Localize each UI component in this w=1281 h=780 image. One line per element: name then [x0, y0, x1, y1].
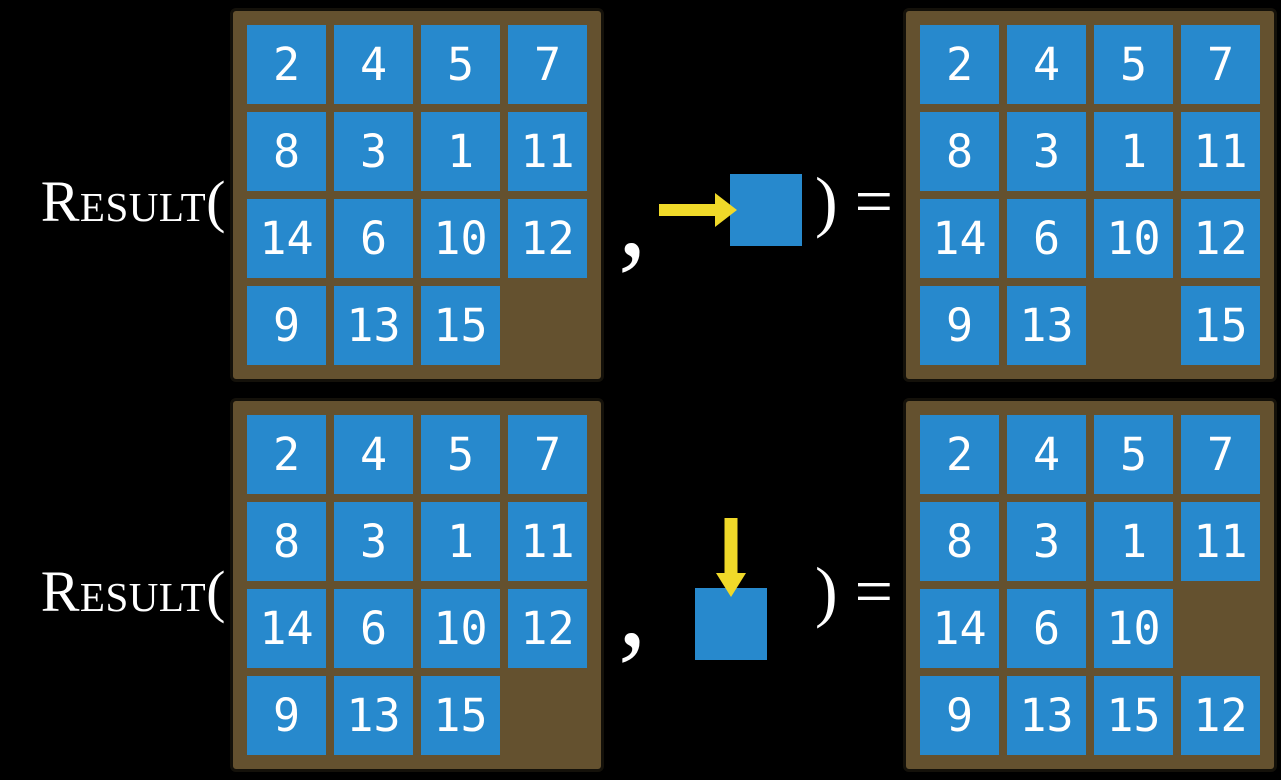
close-paren-equals: ) =	[815, 162, 893, 239]
tile-12: 12	[1181, 199, 1260, 278]
tile-1: 1	[1094, 502, 1173, 581]
tile-3: 3	[1007, 112, 1086, 191]
move-down-graphic	[694, 518, 767, 660]
tile-10: 10	[1094, 589, 1173, 668]
tile-3: 3	[334, 112, 413, 191]
close-paren-equals: ) =	[815, 552, 893, 629]
tile-13: 13	[334, 286, 413, 365]
tile-11: 11	[1181, 502, 1260, 581]
move-right-graphic	[659, 174, 803, 246]
tile-15: 15	[421, 676, 500, 755]
empty-cell	[1181, 589, 1260, 668]
tile-4: 4	[334, 25, 413, 104]
tile-3: 3	[334, 502, 413, 581]
tile-7: 7	[508, 415, 587, 494]
tile-11: 11	[508, 112, 587, 191]
tile-10: 10	[421, 199, 500, 278]
function-name-label: Result(	[40, 168, 226, 234]
tile-6: 6	[334, 589, 413, 668]
tile-1: 1	[1094, 112, 1173, 191]
tile-12: 12	[508, 199, 587, 278]
tile-7: 7	[1181, 415, 1260, 494]
tile-13: 13	[1007, 286, 1086, 365]
move-operand	[647, 144, 815, 246]
tile-11: 11	[508, 502, 587, 581]
tile-9: 9	[247, 676, 326, 755]
tile-6: 6	[1007, 589, 1086, 668]
tile-9: 9	[247, 286, 326, 365]
tile-4: 4	[1007, 415, 1086, 494]
moving-tile	[730, 174, 803, 246]
function-name-label: Result(	[40, 558, 226, 624]
tile-1: 1	[421, 112, 500, 191]
tile-15: 15	[1094, 676, 1173, 755]
moving-tile	[694, 588, 767, 660]
tile-2: 2	[247, 25, 326, 104]
tile-13: 13	[1007, 676, 1086, 755]
tile-2: 2	[920, 415, 999, 494]
tile-14: 14	[920, 199, 999, 278]
tile-4: 4	[1007, 25, 1086, 104]
tile-5: 5	[421, 25, 500, 104]
tile-14: 14	[920, 589, 999, 668]
tile-10: 10	[421, 589, 500, 668]
empty-cell	[508, 676, 587, 755]
tile-13: 13	[334, 676, 413, 755]
tile-8: 8	[920, 502, 999, 581]
tile-1: 1	[421, 502, 500, 581]
tile-10: 10	[1094, 199, 1173, 278]
tile-8: 8	[247, 502, 326, 581]
tile-9: 9	[920, 676, 999, 755]
tile-7: 7	[1181, 25, 1260, 104]
tile-8: 8	[247, 112, 326, 191]
tile-4: 4	[334, 415, 413, 494]
tile-6: 6	[1007, 199, 1086, 278]
tile-5: 5	[1094, 415, 1173, 494]
tile-2: 2	[920, 25, 999, 104]
empty-cell	[1094, 286, 1173, 365]
move-operand-section: , ) =	[604, 0, 903, 390]
tile-14: 14	[247, 199, 326, 278]
tile-8: 8	[920, 112, 999, 191]
tile-5: 5	[421, 415, 500, 494]
down-arrow-icon	[715, 518, 746, 597]
tile-12: 12	[508, 589, 587, 668]
tile-9: 9	[920, 286, 999, 365]
tile-6: 6	[334, 199, 413, 278]
tile-5: 5	[1094, 25, 1173, 104]
tile-14: 14	[247, 589, 326, 668]
move-operand-section: , ) =	[604, 390, 903, 780]
tile-3: 3	[1007, 502, 1086, 581]
tile-12: 12	[1181, 676, 1260, 755]
tile-15: 15	[1181, 286, 1260, 365]
tile-2: 2	[247, 415, 326, 494]
tile-15: 15	[421, 286, 500, 365]
tile-11: 11	[1181, 112, 1260, 191]
tile-7: 7	[508, 25, 587, 104]
move-operand	[647, 510, 815, 660]
right-arrow-icon	[659, 193, 738, 227]
empty-cell	[508, 286, 587, 365]
